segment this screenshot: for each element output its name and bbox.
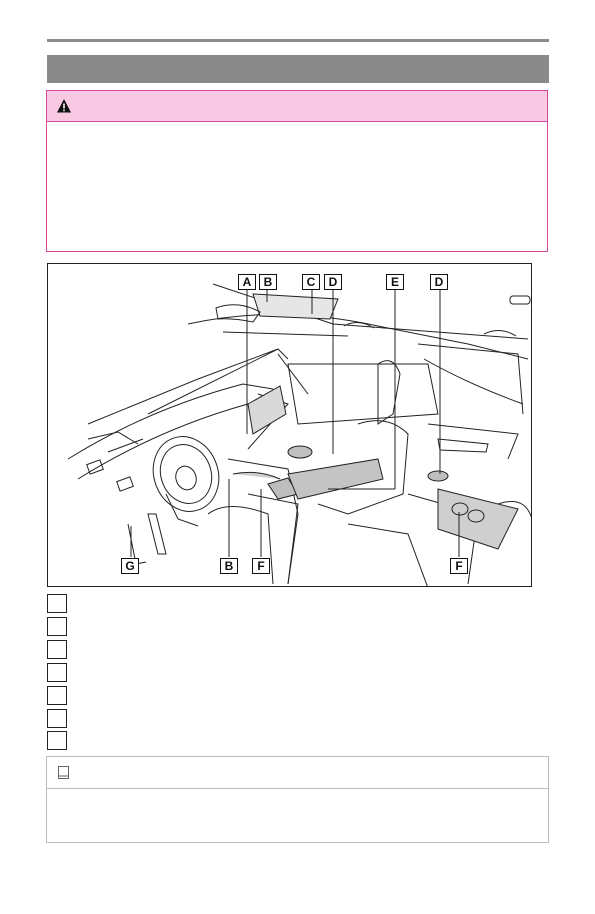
warning-header — [47, 91, 547, 122]
callout-G: G — [121, 558, 139, 574]
callout-A: A — [238, 274, 256, 290]
top-rule — [47, 39, 549, 42]
warning-box — [46, 90, 548, 252]
warning-triangle-icon — [57, 99, 71, 113]
legend-box-3 — [47, 640, 67, 659]
legend-box-2 — [47, 617, 67, 636]
vehicle-interior-illustration: A B C D E D G B F F — [47, 263, 532, 587]
legend-box-4 — [47, 663, 67, 682]
note-header — [47, 757, 548, 789]
callout-D-top: D — [324, 274, 342, 290]
callout-B-top: B — [259, 274, 277, 290]
note-box — [46, 756, 549, 843]
legend-box-1 — [47, 594, 67, 613]
book-icon — [58, 766, 69, 779]
callout-B-bottom: B — [220, 558, 238, 574]
legend-box-7 — [47, 731, 67, 750]
legend-box-5 — [47, 686, 67, 705]
callout-E: E — [386, 274, 404, 290]
callout-F-right: F — [450, 558, 468, 574]
interior-drawing — [67, 283, 531, 586]
legend-box-6 — [47, 709, 67, 728]
callout-F-bottom: F — [252, 558, 270, 574]
section-title-bar — [47, 55, 549, 83]
callout-D-right: D — [430, 274, 448, 290]
callout-C: C — [302, 274, 320, 290]
